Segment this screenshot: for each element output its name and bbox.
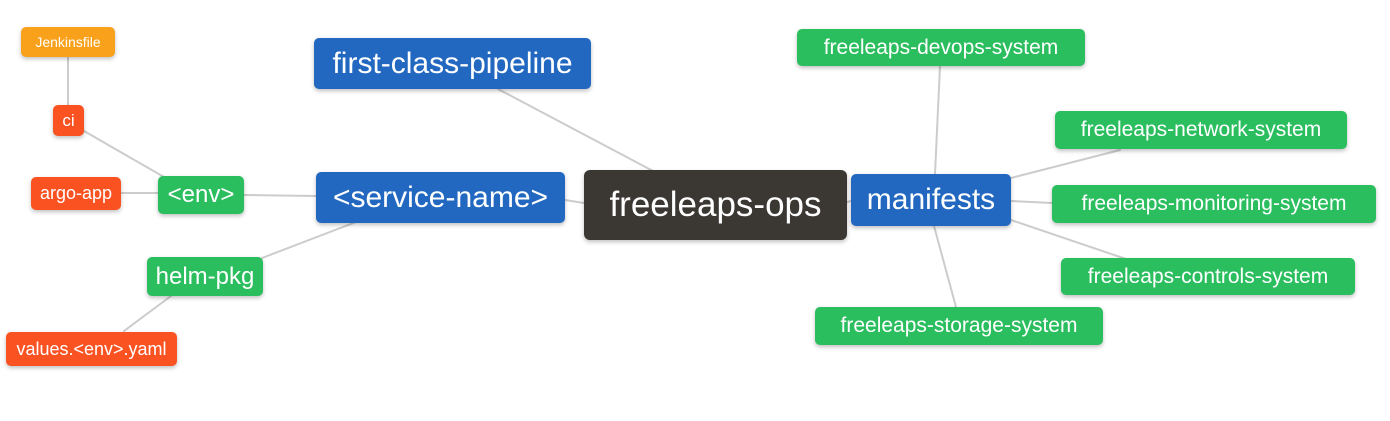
- node-freeleaps-controls-system[interactable]: freeleaps-controls-system: [1061, 258, 1355, 295]
- edge-helm-pkg-service-name: [261, 221, 357, 259]
- node-freeleaps-devops-system[interactable]: freeleaps-devops-system: [797, 29, 1085, 66]
- edge-pipeline-ops: [497, 88, 654, 172]
- node-ci[interactable]: ci: [53, 105, 84, 136]
- edge-service-name-ops: [564, 199, 585, 204]
- edge-manifests-monitoring: [1010, 200, 1053, 204]
- node-service-name[interactable]: <service-name>: [316, 172, 565, 223]
- edge-manifests-devops: [934, 65, 941, 175]
- node-freeleaps-monitoring-system[interactable]: freeleaps-monitoring-system: [1052, 185, 1376, 223]
- node-manifests[interactable]: manifests: [851, 174, 1011, 226]
- node-freeleaps-ops[interactable]: freeleaps-ops: [584, 170, 847, 240]
- node-jenkinsfile[interactable]: Jenkinsfile: [21, 27, 115, 57]
- edge-manifests-storage: [933, 225, 957, 308]
- node-env[interactable]: <env>: [158, 176, 244, 214]
- node-freeleaps-network-system[interactable]: freeleaps-network-system: [1055, 111, 1347, 149]
- node-helm-pkg[interactable]: helm-pkg: [147, 257, 263, 296]
- edge-values-helm-pkg: [123, 295, 172, 332]
- node-freeleaps-storage-system[interactable]: freeleaps-storage-system: [815, 307, 1103, 345]
- edge-manifests-network: [1010, 149, 1121, 179]
- edge-manifests-controls: [1010, 219, 1127, 260]
- node-argo-app[interactable]: argo-app: [31, 177, 121, 210]
- edge-env-service-name: [242, 194, 317, 197]
- edge-ci-env: [83, 130, 165, 178]
- node-first-class-pipeline[interactable]: first-class-pipeline: [314, 38, 591, 89]
- edge-ops-manifests: [846, 200, 852, 203]
- node-values-env-yaml[interactable]: values.<env>.yaml: [6, 332, 177, 366]
- edges-layer: [67, 56, 1127, 332]
